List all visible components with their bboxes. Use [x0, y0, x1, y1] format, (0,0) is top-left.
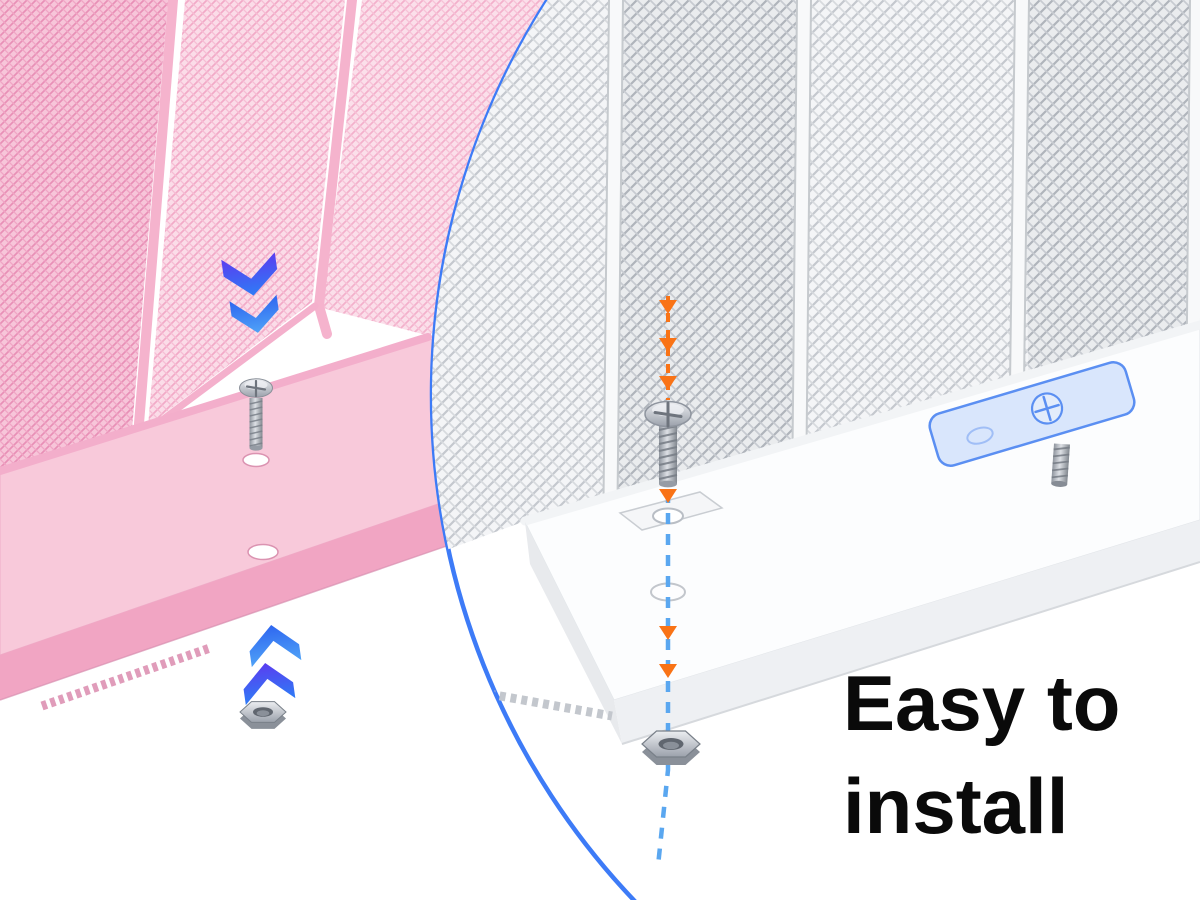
- up-arrows-icon: [243, 624, 302, 706]
- slab-back-rail: [520, 320, 1200, 526]
- slab-bottom-edge: [621, 561, 1200, 745]
- down-arrows-icon: [221, 252, 279, 333]
- caption-line-1: Easy to: [843, 659, 1121, 747]
- orange-arrow-icon: [659, 338, 677, 352]
- slab-left-end-face: [525, 522, 622, 744]
- pink-divider-frame-2: [313, 0, 357, 339]
- orange-arrow-icon: [659, 664, 677, 678]
- caption-line-2: install: [843, 761, 1069, 850]
- magnified-nut-icon: [641, 730, 701, 765]
- slab-serrated-strip: [477, 687, 613, 721]
- pink-mesh-panel-right: [322, 0, 548, 336]
- slab-front-face: [614, 520, 1200, 744]
- pink-mesh-panel-left: [0, 0, 168, 520]
- screw-hole: [242, 452, 270, 468]
- screw-hole-2: [247, 543, 279, 561]
- guide-line-bottom: [655, 492, 671, 867]
- pink-base-front-face: [0, 455, 580, 700]
- orange-arrow-icon: [659, 489, 677, 503]
- pink-serrated-strip: [40, 643, 212, 711]
- orange-arrow-icon: [659, 300, 677, 314]
- orange-arrows: [659, 300, 677, 678]
- pink-base-back-rail: [0, 333, 432, 475]
- hex-nut-icon: [239, 701, 287, 729]
- orange-arrow-icon: [659, 626, 677, 640]
- installed-bolt-icon: [1051, 443, 1070, 487]
- caption-easy-to-install: Easy to install: [843, 652, 1120, 858]
- magnified-view: [432, 0, 1200, 867]
- phillips-cross-icon: [653, 401, 683, 428]
- pink-mesh-panel-middle: [148, 0, 345, 426]
- magnified-screw-icon: [644, 400, 692, 488]
- phillips-cross-icon: [245, 379, 267, 398]
- phillips-cross-icon: [1034, 395, 1060, 422]
- plate-hole: [966, 426, 994, 445]
- highlight-plate: [928, 361, 1136, 467]
- machine-screw-icon: [239, 378, 273, 451]
- orange-arrow-icon: [659, 376, 677, 390]
